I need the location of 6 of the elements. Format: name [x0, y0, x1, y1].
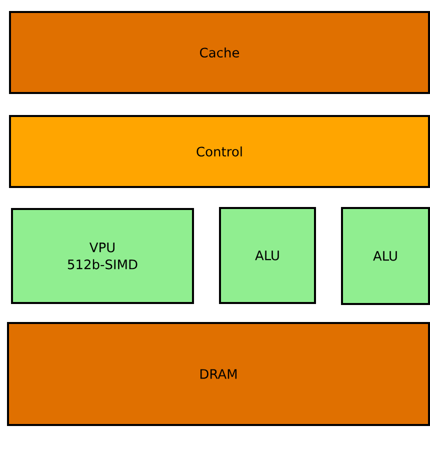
alu-block: ALU: [219, 207, 316, 304]
cache-block: Cache: [9, 11, 430, 94]
control-block: Control: [9, 115, 430, 188]
dram-block: DRAM: [7, 322, 430, 426]
alu-block: ALU: [341, 207, 430, 305]
vpu-block: VPU 512b-SIMD: [11, 208, 194, 304]
